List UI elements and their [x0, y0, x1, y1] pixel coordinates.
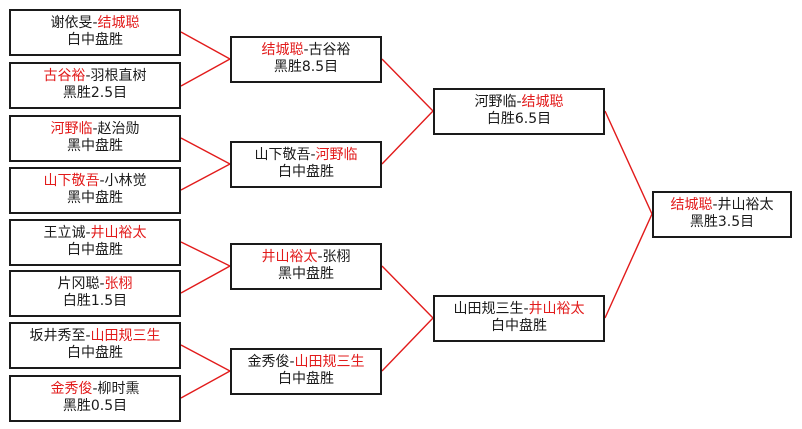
match-result: 白胜6.5目	[486, 111, 552, 127]
separator: -	[523, 301, 529, 317]
match-final: 结城聪-井山裕太 黑胜3.5目	[652, 191, 792, 238]
winner-player: 山田规三生	[90, 328, 161, 344]
winner-player: 河野临	[315, 147, 358, 163]
separator: -	[516, 94, 522, 110]
separator: -	[92, 15, 98, 31]
player: 井山裕太	[717, 197, 774, 213]
winner-player: 古谷裕	[43, 68, 86, 84]
winner-player: 结城聪	[670, 197, 713, 213]
separator: -	[85, 328, 91, 344]
match-result: 白中盘胜	[67, 32, 123, 48]
separator: -	[92, 381, 98, 397]
separator: -	[85, 68, 91, 84]
match-result: 黑中盘胜	[67, 190, 123, 206]
match-r2-1: 结城聪-古谷裕 黑胜8.5目	[230, 36, 382, 83]
player: 山下敬吾	[254, 147, 311, 163]
match-r2-3: 井山裕太-张栩 黑中盘胜	[230, 243, 382, 290]
match-result: 黑胜8.5目	[273, 59, 339, 75]
connector-r1m3-r2m2	[180, 137, 232, 191]
winner-player: 井山裕太	[261, 249, 318, 265]
player: 山田规三生	[453, 301, 524, 317]
player: 河野临	[474, 94, 517, 110]
player: 王立诚	[43, 225, 86, 241]
winner-player: 河野临	[50, 121, 93, 137]
winner-player: 山田规三生	[294, 354, 365, 370]
connector-r1m1-r2m1	[180, 31, 232, 87]
winner-player: 井山裕太	[528, 301, 585, 317]
player: 金秀俊	[247, 354, 290, 370]
match-result: 白胜1.5目	[62, 293, 128, 309]
match-result: 黑中盘胜	[278, 266, 334, 282]
match-result: 白中盘胜	[278, 164, 334, 180]
separator: -	[99, 173, 105, 189]
player: 坂井秀至	[29, 328, 86, 344]
player: 柳时熏	[97, 381, 140, 397]
winner-player: 山下敬吾	[43, 173, 100, 189]
winner-player: 结城聪	[97, 15, 140, 31]
match-result: 白中盘胜	[67, 242, 123, 258]
connector-r1m5-r2m3	[180, 241, 232, 294]
match-result: 白中盘胜	[491, 318, 547, 334]
separator: -	[85, 225, 91, 241]
match-r1-8: 金秀俊-柳时熏 黑胜0.5目	[9, 375, 181, 422]
winner-player: 结城聪	[521, 94, 564, 110]
match-r2-2: 山下敬吾-河野临 白中盘胜	[230, 141, 382, 188]
match-r1-2: 古谷裕-羽根直树 黑胜2.5目	[9, 62, 181, 109]
winner-player: 结城聪	[261, 42, 304, 58]
winner-player: 井山裕太	[90, 225, 147, 241]
match-r1-1: 谢依旻-结城聪 白中盘胜	[9, 9, 181, 56]
separator: -	[317, 249, 323, 265]
match-result: 白中盘胜	[67, 345, 123, 361]
match-result: 黑胜2.5目	[62, 85, 128, 101]
separator: -	[310, 147, 316, 163]
connector-r2-sf1	[381, 58, 434, 165]
match-result: 黑胜0.5目	[62, 398, 128, 414]
separator: -	[712, 197, 718, 213]
match-r1-3: 河野临-赵治勋 黑中盘胜	[9, 115, 181, 162]
winner-player: 金秀俊	[50, 381, 93, 397]
separator: -	[303, 42, 309, 58]
player: 张栩	[322, 249, 351, 265]
separator: -	[289, 354, 295, 370]
match-r1-7: 坂井秀至-山田规三生 白中盘胜	[9, 322, 181, 369]
connector-r1m7-r2m4	[180, 344, 232, 399]
player: 小林觉	[104, 173, 147, 189]
separator: -	[92, 121, 98, 137]
connector-r2-sf2	[381, 265, 434, 372]
player: 赵治勋	[97, 121, 140, 137]
match-r1-4: 山下敬吾-小林觉 黑中盘胜	[9, 167, 181, 214]
player: 谢依旻	[50, 15, 93, 31]
match-result: 黑胜3.5目	[689, 214, 755, 230]
match-semifinal-2: 山田规三生-井山裕太 白中盘胜	[433, 295, 605, 342]
match-semifinal-1: 河野临-结城聪 白胜6.5目	[433, 88, 605, 135]
connector-sf-final	[604, 110, 653, 319]
match-r1-6: 片冈聪-张栩 白胜1.5目	[9, 270, 181, 317]
player: 古谷裕	[308, 42, 351, 58]
match-result: 白中盘胜	[278, 371, 334, 387]
player: 羽根直树	[90, 68, 147, 84]
match-r2-4: 金秀俊-山田规三生 白中盘胜	[230, 348, 382, 395]
separator: -	[99, 276, 105, 292]
match-result: 黑中盘胜	[67, 138, 123, 154]
player: 片冈聪	[57, 276, 100, 292]
match-r1-5: 王立诚-井山裕太 白中盘胜	[9, 219, 181, 266]
winner-player: 张栩	[104, 276, 133, 292]
